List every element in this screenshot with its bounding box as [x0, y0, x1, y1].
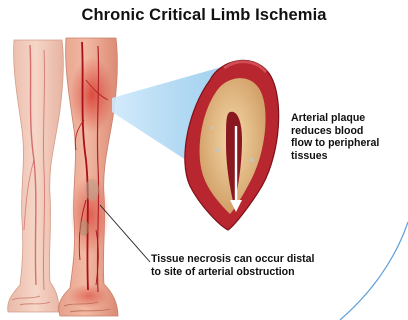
plaque-label-line: tissues: [291, 150, 406, 163]
plaque-label-line: reduces blood: [291, 125, 406, 138]
necrotic-patch: [85, 179, 99, 201]
necrosis-label-line: to site of arterial obstruction: [151, 266, 381, 279]
necrotic-patch: [79, 220, 89, 236]
plaque-label-line: flow to peripheral: [291, 137, 406, 150]
plaque-label: Arterial plaque reduces blood flow to pe…: [291, 112, 406, 162]
necrosis-label: Tissue necrosis can occur distal to site…: [151, 253, 381, 278]
plaque-label-line: Arterial plaque: [291, 112, 406, 125]
necrosis-label-line: Tissue necrosis can occur distal: [151, 253, 381, 266]
left-leg: [8, 40, 64, 312]
inflamed-thigh: [70, 57, 114, 133]
right-leg: [59, 38, 118, 316]
